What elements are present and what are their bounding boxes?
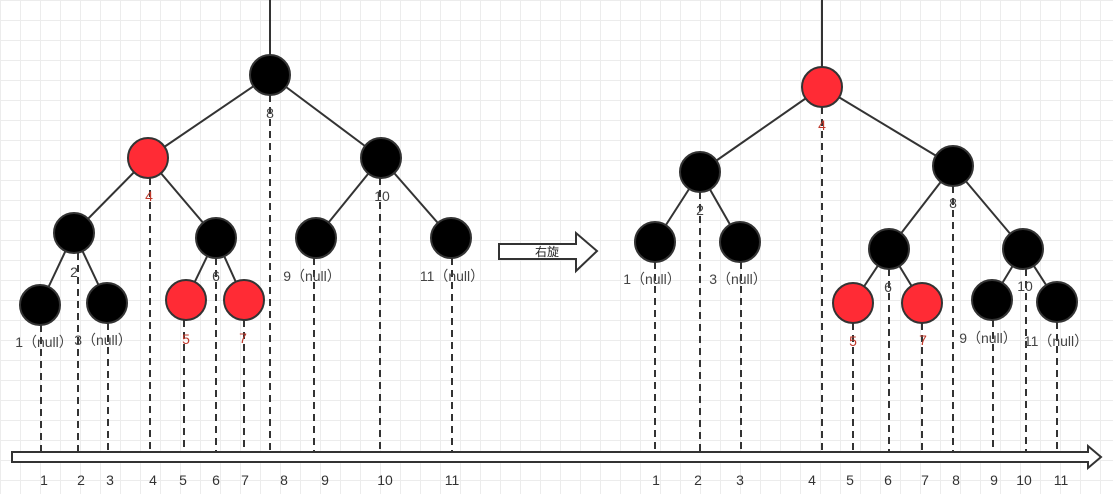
after-node-1-label: 1（null） (623, 271, 681, 287)
after-node-2 (679, 151, 721, 193)
before-axis-label: 8 (280, 472, 288, 488)
after-node-11-label: 11（null） (1024, 333, 1088, 349)
after-node-2-label: 2 (696, 202, 704, 218)
before-node-5-label: 5 (182, 331, 190, 347)
before-node-6-label: 6 (212, 268, 220, 284)
before-axis-label: 9 (321, 472, 329, 488)
after-axis-label: 5 (846, 472, 854, 488)
after-edge-4-8 (821, 86, 954, 167)
after-node-6 (868, 228, 910, 270)
before-node-3 (86, 282, 128, 324)
before-axis-label: 10 (377, 472, 393, 488)
after-node-4-label: 4 (818, 117, 826, 133)
before-node-1-label: 1（null） (15, 334, 73, 350)
before-node-11-label: 11（null） (420, 268, 484, 284)
before-axis-label: 4 (149, 472, 157, 488)
after-node-9 (971, 279, 1013, 321)
before-node-7 (223, 279, 265, 321)
after-axis-label: 6 (884, 472, 892, 488)
before-axis-label: 5 (179, 472, 187, 488)
before-node-6 (195, 217, 237, 259)
after-node-7-label: 7 (919, 332, 927, 348)
after-axis-label: 7 (921, 472, 929, 488)
after-axis-label: 8 (952, 472, 960, 488)
before-node-10 (360, 137, 402, 179)
after-axis-label: 11 (1054, 472, 1069, 488)
after-axis-label: 9 (990, 472, 998, 488)
after-node-5-label: 5 (849, 333, 857, 349)
after-node-10 (1002, 228, 1044, 270)
before-node-9 (295, 217, 337, 259)
before-axis-label: 2 (77, 472, 85, 488)
after-node-9-label: 9（null） (959, 330, 1017, 346)
after-axis-label: 1 (652, 472, 660, 488)
before-node-5 (165, 279, 207, 321)
before-node-2 (53, 212, 95, 254)
before-node-8 (249, 54, 291, 96)
after-node-10-label: 10 (1017, 278, 1033, 294)
after-node-4 (801, 66, 843, 108)
before-axis-label: 11 (445, 472, 460, 488)
before-node-4-label: 4 (145, 188, 153, 204)
before-node-8-label: 8 (266, 105, 274, 121)
axis-arrow (11, 443, 1103, 471)
before-edge-8-10 (269, 74, 382, 159)
after-node-7 (901, 282, 943, 324)
after-node-1 (634, 221, 676, 263)
before-axis-label: 1 (40, 472, 48, 488)
after-node-11 (1036, 281, 1078, 323)
after-node-6-label: 6 (884, 279, 892, 295)
rotate-right-label: 右旋 (535, 244, 559, 259)
after-edge-4-2 (699, 86, 823, 173)
before-edge-8-4 (147, 74, 271, 159)
before-axis-label: 6 (212, 472, 220, 488)
after-node-8-label: 8 (949, 195, 957, 211)
after-axis-label: 3 (736, 472, 744, 488)
after-node-8 (932, 145, 974, 187)
before-node-2-label: 2 (70, 264, 78, 280)
after-node-3-label: 3（null） (709, 271, 767, 287)
before-node-9-label: 9（null） (283, 268, 341, 284)
after-node-5 (832, 282, 874, 324)
before-node-11 (430, 217, 472, 259)
rotate-right-arrow: 右旋 (498, 230, 599, 274)
before-node-3-label: 3（null） (74, 332, 132, 348)
before-node-7-label: 7 (239, 330, 247, 346)
after-axis-label: 10 (1016, 472, 1032, 488)
after-node-3 (719, 221, 761, 263)
after-axis-label: 4 (808, 472, 816, 488)
before-axis-label: 3 (106, 472, 114, 488)
before-node-1 (19, 284, 61, 326)
before-axis-label: 7 (241, 472, 249, 488)
after-axis-label: 2 (694, 472, 702, 488)
before-node-10-label: 10 (374, 188, 390, 204)
before-node-4 (127, 137, 169, 179)
